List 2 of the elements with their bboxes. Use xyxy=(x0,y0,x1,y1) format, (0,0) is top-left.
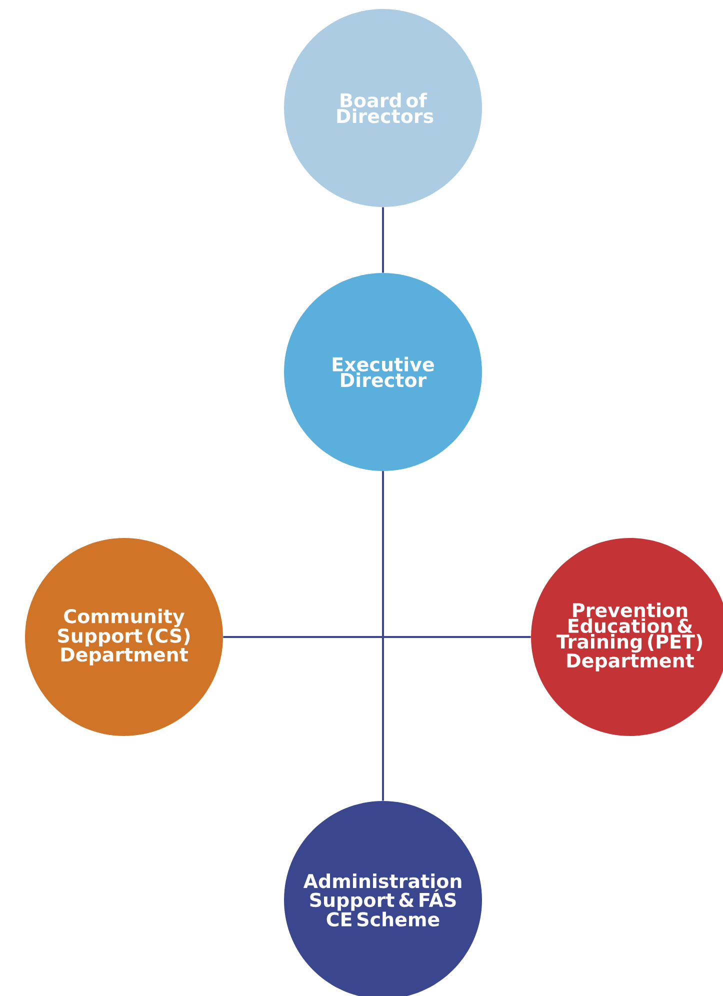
connector-line xyxy=(382,471,384,801)
connector-line xyxy=(382,207,384,273)
